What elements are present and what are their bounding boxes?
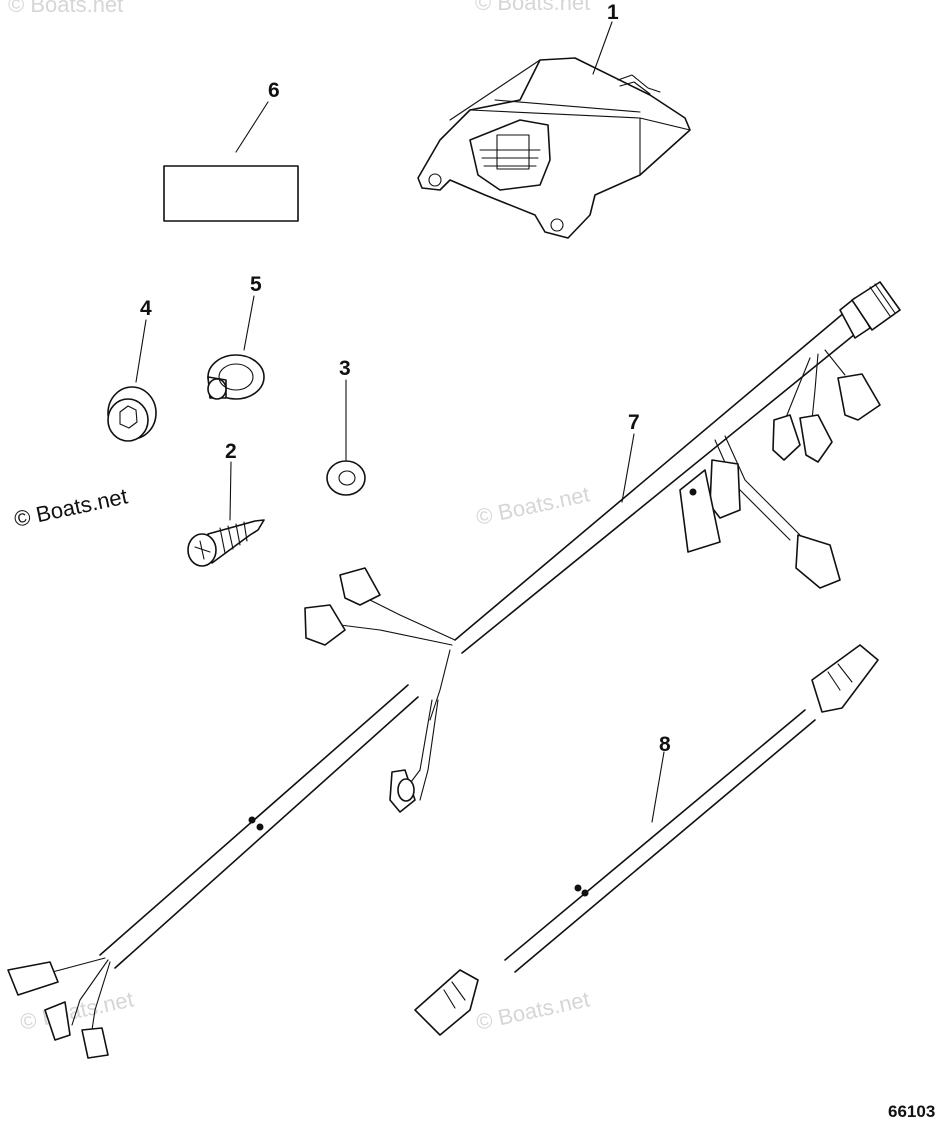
callout-8: 8 — [659, 733, 671, 756]
screw-part — [187, 519, 265, 567]
callout-leader-6 — [235, 101, 269, 153]
callout-leader-2 — [229, 461, 232, 521]
control-module-part — [417, 57, 691, 239]
extension-harness-part — [414, 644, 879, 1036]
callout-6: 6 — [268, 79, 280, 102]
plug-part — [107, 386, 157, 442]
figure-number: 66103 — [888, 1102, 935, 1121]
callout-2: 2 — [225, 440, 237, 463]
watermark: © Boats.net — [12, 483, 130, 531]
callout-leader-8 — [651, 751, 665, 823]
callout-4: 4 — [140, 297, 152, 320]
callout-7: 7 — [628, 411, 640, 434]
washer-part — [326, 460, 366, 496]
callout-leader-5 — [243, 295, 255, 351]
callout-leader-1 — [592, 21, 613, 75]
callout-leader-4 — [135, 319, 147, 383]
callout-1: 1 — [607, 1, 619, 24]
callout-leader-7 — [621, 433, 635, 503]
wiring-harness-part — [7, 281, 901, 1059]
callout-5: 5 — [250, 273, 262, 296]
watermark: © Boats.net — [474, 481, 592, 529]
label-part — [163, 165, 299, 222]
bushing-part — [207, 354, 265, 400]
watermark: © Boats.net — [474, 986, 592, 1034]
watermark: © Boats.net — [8, 0, 123, 17]
watermark: © Boats.net — [475, 0, 590, 15]
callout-3: 3 — [339, 357, 351, 380]
